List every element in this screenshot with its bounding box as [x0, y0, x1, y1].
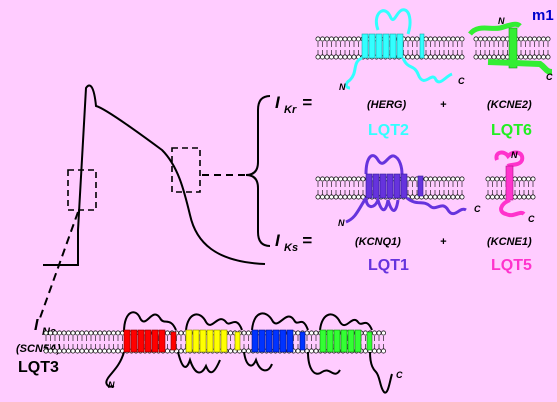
- herg-channel: N C: [339, 8, 465, 92]
- lqt2-label: LQT2: [368, 122, 409, 139]
- iks-label: I Ks =: [275, 231, 312, 254]
- svg-text:Kr: Kr: [284, 104, 297, 116]
- ina-window-box: [67, 169, 97, 211]
- plus-sign-kr: +: [440, 99, 447, 111]
- svg-text:C: C: [474, 204, 481, 214]
- action-potential-trace: [43, 84, 266, 266]
- svg-text:I: I: [275, 231, 281, 250]
- kcne2-gene-label: (KCNE2): [487, 99, 532, 111]
- ikr-label: I Kr =: [275, 93, 312, 116]
- svg-text:I: I: [34, 317, 39, 334]
- svg-text:Ks: Ks: [284, 242, 298, 254]
- svg-text:C: C: [396, 370, 403, 380]
- lqt6-label: LQT6: [491, 122, 532, 139]
- current-brace: [245, 95, 271, 247]
- lqt5-label: LQT5: [491, 257, 532, 274]
- kcne2-subunit: N C: [468, 16, 553, 82]
- svg-text:N: N: [108, 380, 115, 390]
- svg-text:N: N: [498, 16, 505, 26]
- svg-text:C: C: [458, 76, 465, 86]
- plus-sign-ks: +: [440, 236, 447, 248]
- svg-text:=: =: [302, 93, 312, 112]
- logo-mark: m1: [532, 7, 554, 24]
- svg-text:N: N: [511, 150, 518, 160]
- svg-text:N: N: [338, 218, 345, 228]
- lqt3-label: LQT3: [18, 359, 59, 376]
- herg-gene-label: (HERG): [367, 99, 406, 111]
- kcnq1-gene-label: (KCNQ1): [355, 236, 401, 248]
- svg-text:C: C: [546, 72, 553, 82]
- svg-text:=: =: [302, 231, 312, 250]
- svg-text:N: N: [339, 82, 346, 92]
- ina-pointer-line: [39, 211, 79, 319]
- lqt1-label: LQT1: [368, 257, 409, 274]
- kcnq1-channel: N C: [338, 154, 481, 228]
- svg-text:I: I: [275, 93, 281, 112]
- scn5a-channel: N C: [105, 311, 403, 394]
- kcne1-subunit: N C: [494, 150, 535, 224]
- svg-text:C: C: [528, 214, 535, 224]
- kcne1-gene-label: (KCNE1): [487, 236, 532, 248]
- ik-window-box: [171, 147, 201, 193]
